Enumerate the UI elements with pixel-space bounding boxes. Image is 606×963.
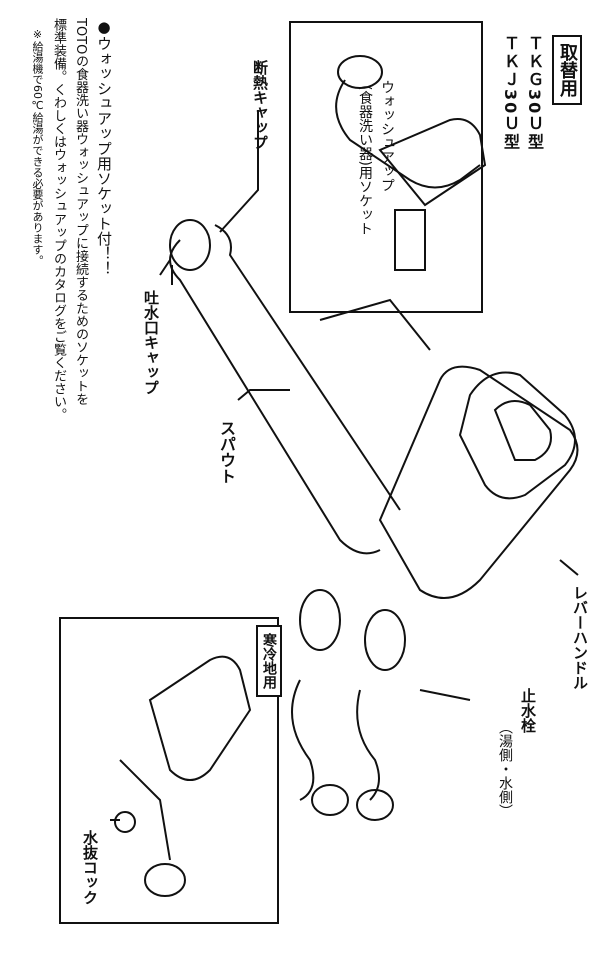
note-line: TOTOの食器洗い器ウォッシュアップに接続するためのソケットを	[73, 18, 88, 406]
leader-spout	[237, 389, 290, 401]
cold-faucet-shape	[148, 655, 252, 781]
leader-heat-cap	[219, 110, 259, 233]
stop-valve-sub-label: （湯側・水側）	[497, 720, 513, 818]
drain-cock-label: 水抜コック	[81, 830, 99, 905]
heat-cap-label: 断熱キャップ	[251, 60, 269, 150]
cold-region-label: 寒冷地用	[256, 625, 282, 697]
spout-cap-label: 吐水口キャップ	[142, 290, 160, 395]
drain-cock-shape	[114, 811, 136, 833]
socket-fitting-shape	[337, 55, 383, 89]
spout-label: スパウト	[217, 420, 236, 484]
cold-pipe-shape	[119, 759, 171, 861]
model-number: ＴＫＪ30Ｕ型	[501, 35, 520, 152]
leader-lever	[559, 559, 579, 576]
spout-cap-shape	[159, 259, 171, 276]
leg-foot-shape	[311, 784, 349, 816]
cold-region-frame	[59, 617, 279, 924]
socket-body-shape	[378, 118, 487, 207]
spout-tip-shape	[169, 219, 211, 271]
leader-socket	[319, 298, 431, 351]
leg-foot-shape-2	[356, 789, 394, 821]
socket-base-shape	[394, 209, 426, 271]
spout-pipe-shape	[169, 239, 381, 555]
leader-stop-valve	[419, 689, 471, 701]
note-bullet-heading: ●ウォッシュアップ用ソケット付！！	[95, 18, 113, 276]
cold-foot-shape	[144, 863, 186, 897]
note-line: 標準装備。くわしくはウォッシュアップのカタログをご覧ください。	[51, 18, 66, 421]
socket-label: ウォッシュアップ	[379, 80, 395, 192]
stop-valve-shape-2	[364, 609, 406, 671]
supply-leg-shape	[291, 679, 315, 801]
supply-leg-shape-2	[356, 689, 380, 801]
replacement-label: 取替用	[552, 35, 582, 105]
stop-valve-label: 止水栓	[519, 688, 537, 733]
model-number: ＴＫＧ30Ｕ型	[525, 35, 544, 152]
socket-label: (食器洗い器)用ソケット	[357, 85, 373, 236]
socket-pipe-shape	[335, 79, 481, 189]
faucet-body-shape	[378, 365, 579, 599]
lever-label: レバーハンドル	[571, 585, 589, 690]
stop-valve-shape	[299, 589, 341, 651]
lever-handle-shape	[458, 371, 576, 500]
lever-hole-shape	[493, 400, 552, 461]
note-footnote: ※給湯機で60℃給湯ができる必要があります。	[31, 28, 44, 266]
spout-pipe-shape-2	[214, 224, 401, 511]
